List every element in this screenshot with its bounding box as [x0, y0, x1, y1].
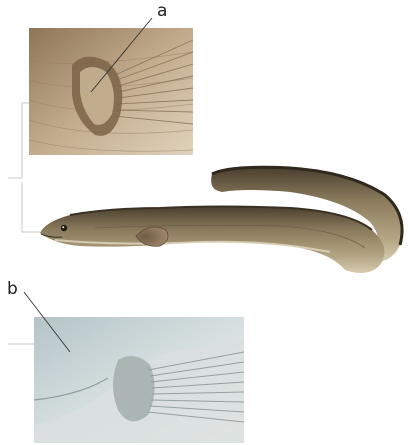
inset-a-gill-opening — [29, 28, 193, 155]
callout-label-b: b — [7, 279, 18, 299]
inset-b-pectoral-fin — [34, 317, 244, 443]
callout-label-a: a — [157, 1, 167, 21]
eel-illustration — [40, 167, 402, 273]
